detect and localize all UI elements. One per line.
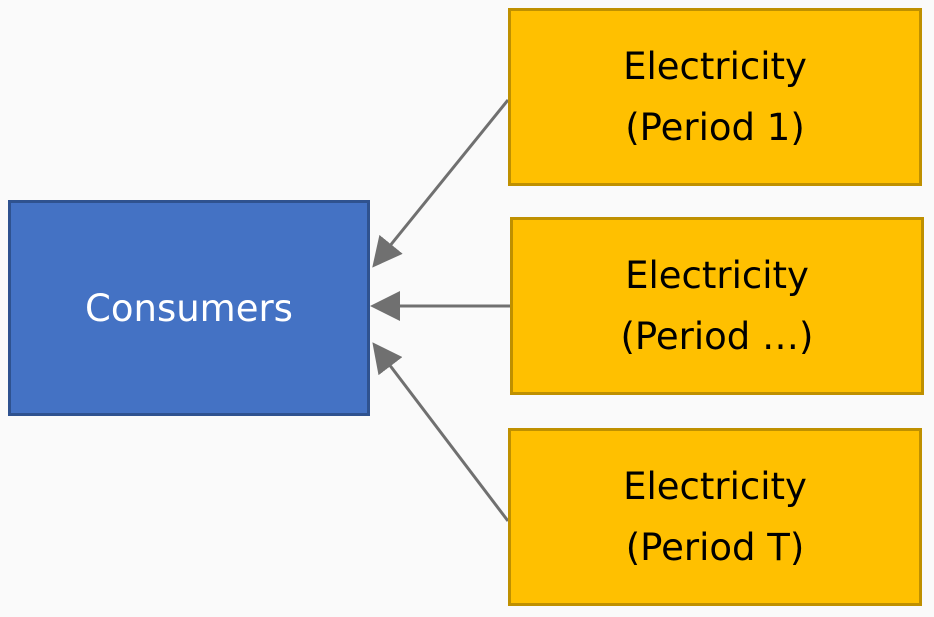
node-title: Electricity (625, 254, 809, 297)
node-period: (Period 1) (625, 106, 805, 149)
electricity-period-ellipsis-node: Electricity (Period …) (510, 217, 924, 395)
node-title: Electricity (623, 465, 807, 508)
arrow-period-1-to-consumers (372, 99, 510, 268)
electricity-period-t-node: Electricity (Period T) (508, 428, 922, 606)
node-period: (Period T) (625, 526, 805, 569)
consumers-label: Consumers (85, 286, 293, 330)
node-period: (Period …) (620, 315, 814, 358)
consumers-node: Consumers (8, 200, 370, 416)
electricity-period-1-node: Electricity (Period 1) (508, 8, 922, 186)
arrow-period-t-to-consumers (372, 342, 510, 522)
node-title: Electricity (623, 45, 807, 88)
